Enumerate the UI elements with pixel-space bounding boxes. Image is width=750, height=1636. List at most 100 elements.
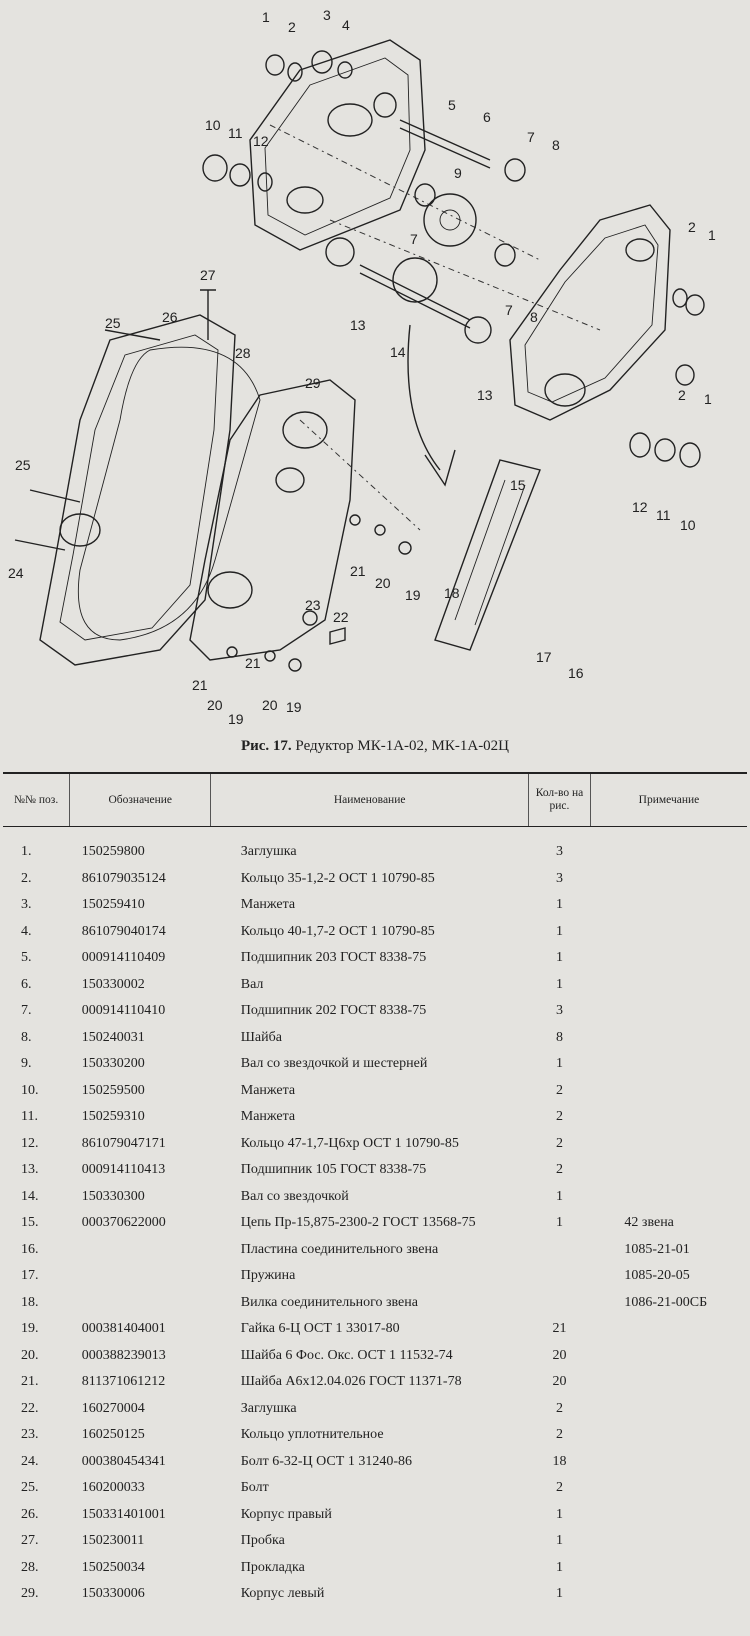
table-row: 28. 150250034 Прокладка 1 xyxy=(3,1555,747,1582)
gear-drawing xyxy=(423,193,477,247)
cell-code: 160200033 xyxy=(81,1480,145,1496)
cell-pos: 24. xyxy=(21,1453,39,1469)
cell-qty: 8 xyxy=(555,1029,563,1045)
callout-21b: 21 xyxy=(245,655,261,671)
cell-note xyxy=(590,1422,747,1449)
cell-code: 000388239013 xyxy=(81,1347,166,1363)
cell-pos: 16. xyxy=(21,1241,39,1257)
cell-note xyxy=(590,1581,747,1608)
callout-2b: 2 xyxy=(688,219,696,235)
cell-name: Заглушка xyxy=(240,844,297,860)
cell-pos: 12. xyxy=(21,1135,39,1151)
cell-note xyxy=(590,892,747,919)
bolt-24-drawing xyxy=(14,539,66,551)
callout-25: 25 xyxy=(15,457,31,473)
cell-qty: 3 xyxy=(555,844,563,860)
cell-qty: 2 xyxy=(555,1082,563,1098)
cell-pos: 10. xyxy=(21,1082,39,1098)
cell-name: Подшипник 203 ГОСТ 8338-75 xyxy=(240,950,427,966)
cell-name: Манжета xyxy=(240,897,296,913)
cell-pos: 13. xyxy=(21,1162,39,1178)
bearing-13b-drawing xyxy=(464,316,492,344)
cell-qty: 21 xyxy=(552,1321,567,1337)
cell-qty: 1 xyxy=(555,1056,563,1072)
cell-name: Корпус правый xyxy=(240,1506,332,1522)
header-name: Наименование xyxy=(210,772,529,827)
cell-qty: 1 xyxy=(555,950,563,966)
cell-name: Вал со звездочкой и шестерней xyxy=(240,1056,428,1072)
cell-note xyxy=(590,972,747,999)
cell-name: Заглушка xyxy=(240,1400,297,1416)
cell-code: 000380454341 xyxy=(81,1453,166,1469)
cell-qty: 1 xyxy=(555,1559,563,1575)
callout-10b: 10 xyxy=(680,517,696,533)
cell-code: 150259410 xyxy=(81,897,145,913)
bolt-25-left-drawing xyxy=(29,489,81,503)
cell-name: Цепь Пр-15,875-2300-2 ГОСТ 13568-75 xyxy=(240,1215,476,1231)
cell-note xyxy=(590,1343,747,1370)
callout-20: 20 xyxy=(375,575,391,591)
cell-note: 42 звена xyxy=(624,1215,674,1231)
figure-caption: Рис. 17. Редуктор МК-1А-02, МК-1А-02Ц xyxy=(0,738,750,755)
cell-note xyxy=(590,1396,747,1423)
cell-name: Прокладка xyxy=(240,1559,305,1575)
cell-pos: 29. xyxy=(21,1586,39,1602)
callout-6: 6 xyxy=(483,109,491,125)
cell-qty: 1 xyxy=(555,897,563,913)
cell-pos: 11. xyxy=(21,1109,38,1125)
cell-name: Шайба А6х12.04.026 ГОСТ 11371-78 xyxy=(240,1374,462,1390)
cell-qty: 1 xyxy=(555,976,563,992)
cell-code: 000914110413 xyxy=(81,1162,166,1178)
cell-pos: 7. xyxy=(21,1003,32,1019)
caption-prefix: Рис. 17. xyxy=(240,738,292,754)
cell-name: Корпус левый xyxy=(240,1586,325,1602)
cell-code: 150259800 xyxy=(81,844,145,860)
cell-name: Манжета xyxy=(240,1109,296,1125)
cell-note xyxy=(590,1025,747,1052)
cell-name: Подшипник 105 ГОСТ 8338-75 xyxy=(240,1162,427,1178)
cell-pos: 28. xyxy=(21,1559,39,1575)
cell-qty: 3 xyxy=(555,870,563,886)
callout-1b: 1 xyxy=(708,227,716,243)
cell-qty: 1 xyxy=(555,1188,563,1204)
cell-pos: 27. xyxy=(21,1533,39,1549)
cell-qty: 1 xyxy=(555,1215,563,1231)
header-note: Примечание xyxy=(589,772,747,827)
cell-name: Кольцо 40-1,7-2 ОСТ 1 10790-85 xyxy=(240,923,435,939)
callout-23: 23 xyxy=(305,597,321,613)
cell-note xyxy=(590,1475,747,1502)
cell-code: 000914110409 xyxy=(81,950,166,966)
cell-name: Пластина соединительного звена xyxy=(240,1241,439,1257)
exploded-view-drawing: 1 2 3 4 5 6 7 8 9 10 11 12 7 7 8 13 14 1… xyxy=(0,0,750,730)
cell-pos: 8. xyxy=(21,1029,32,1045)
cell-code: 861079040174 xyxy=(81,923,166,939)
callout-21: 21 xyxy=(350,563,366,579)
cell-code: 150230011 xyxy=(81,1533,145,1549)
upper-housing-drawing xyxy=(249,39,426,251)
bearing-13-drawing xyxy=(325,237,355,267)
shaft-drawing xyxy=(399,119,491,169)
callout-7: 7 xyxy=(527,129,535,145)
cell-pos: 15. xyxy=(21,1215,39,1231)
cell-qty: 1 xyxy=(555,1506,563,1522)
cell-code: 160250125 xyxy=(81,1427,145,1443)
header-pos: №№ поз. xyxy=(3,772,70,827)
callout-labels: 1 2 3 4 5 6 7 8 9 10 11 12 7 7 8 13 14 1… xyxy=(8,7,716,727)
callout-21c: 21 xyxy=(192,677,208,693)
cell-code: 150250034 xyxy=(81,1559,145,1575)
callout-7c: 7 xyxy=(505,302,513,318)
cell-note xyxy=(590,1131,747,1158)
lower-housing-drawing xyxy=(39,314,356,666)
cell-name: Шайба xyxy=(240,1029,282,1045)
